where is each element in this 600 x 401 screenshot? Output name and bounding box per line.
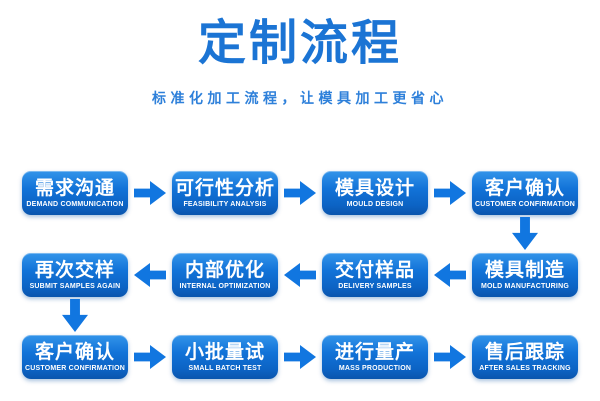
step-caption: CUSTOMER CONFIRMATION	[25, 364, 125, 372]
step-title: 交付样品	[334, 259, 415, 281]
flow-step-submit-samples-again: 再次交样 SUBMIT SAMPLES AGAIN	[22, 253, 128, 297]
flow-step-demand-communication: 需求沟通 DEMAND COMMUNICATION	[22, 171, 128, 215]
arrow-left-icon	[434, 263, 466, 287]
step-caption: MASS PRODUCTION	[338, 364, 412, 372]
step-title: 内部优化	[184, 259, 265, 281]
flow-step-mass-production: 进行量产 MASS PRODUCTION	[322, 335, 428, 379]
step-title: 模具设计	[334, 177, 415, 199]
step-caption: CUSTOMER CONFIRMATION	[475, 200, 575, 208]
step-caption: AFTER SALES TRACKING	[479, 364, 571, 372]
flow-step-mold-manufacturing: 模具制造 MOLD MANUFACTURING	[472, 253, 578, 297]
step-title: 可行性分析	[174, 177, 275, 199]
arrow-left-icon	[134, 263, 166, 287]
flow-step-customer-confirmation: 客户确认 CUSTOMER CONFIRMATION	[472, 171, 578, 215]
arrow-down-icon	[512, 217, 538, 250]
flow-row-3: 客户确认 CUSTOMER CONFIRMATION 小批量试 SMALL BA…	[22, 335, 578, 379]
page-subtitle: 标准化加工流程，让模具加工更省心	[152, 90, 448, 106]
step-title: 需求沟通	[34, 177, 115, 199]
step-caption: MOLD MANUFACTURING	[481, 282, 569, 290]
step-caption: SMALL BATCH TEST	[188, 364, 262, 372]
step-caption: SUBMIT SAMPLES AGAIN	[29, 282, 121, 290]
flow-step-mould-design: 模具设计 MOULD DESIGN	[322, 171, 428, 215]
step-title: 客户确认	[34, 341, 115, 363]
step-title: 售后跟踪	[484, 341, 565, 363]
arrow-right-icon	[134, 181, 166, 205]
step-caption: MOULD DESIGN	[346, 200, 404, 208]
flow-step-internal-optimization: 内部优化 INTERNAL OPTIMIZATION	[172, 253, 278, 297]
arrow-down-icon	[62, 299, 88, 332]
arrow-right-icon	[434, 181, 466, 205]
flow-step-delivery-samples: 交付样品 DELIVERY SAMPLES	[322, 253, 428, 297]
step-title: 模具制造	[484, 259, 565, 281]
arrow-right-icon	[434, 345, 466, 369]
arrow-left-icon	[284, 263, 316, 287]
step-title: 进行量产	[334, 341, 415, 363]
arrow-right-icon	[284, 345, 316, 369]
flow-step-feasibility-analysis: 可行性分析 FEASIBILITY ANALYSIS	[172, 171, 278, 215]
step-caption: DEMAND COMMUNICATION	[26, 200, 124, 208]
flow-row-2: 再次交样 SUBMIT SAMPLES AGAIN 内部优化 INTERNAL …	[22, 253, 578, 297]
flow-step-small-batch-test: 小批量试 SMALL BATCH TEST	[172, 335, 278, 379]
flow-row-1: 需求沟通 DEMAND COMMUNICATION 可行性分析 FEASIBIL…	[22, 171, 578, 215]
flow-step-after-sales-tracking: 售后跟踪 AFTER SALES TRACKING	[472, 335, 578, 379]
arrow-right-icon	[134, 345, 166, 369]
step-title: 小批量试	[184, 341, 265, 363]
page-title: 定制流程	[197, 17, 402, 70]
arrow-right-icon	[284, 181, 316, 205]
step-title: 客户确认	[484, 177, 565, 199]
flow-step-customer-confirmation-2: 客户确认 CUSTOMER CONFIRMATION	[22, 335, 128, 379]
step-title: 再次交样	[34, 259, 115, 281]
step-caption: INTERNAL OPTIMIZATION	[179, 282, 271, 290]
step-caption: DELIVERY SAMPLES	[338, 282, 412, 290]
step-caption: FEASIBILITY ANALYSIS	[183, 200, 267, 208]
